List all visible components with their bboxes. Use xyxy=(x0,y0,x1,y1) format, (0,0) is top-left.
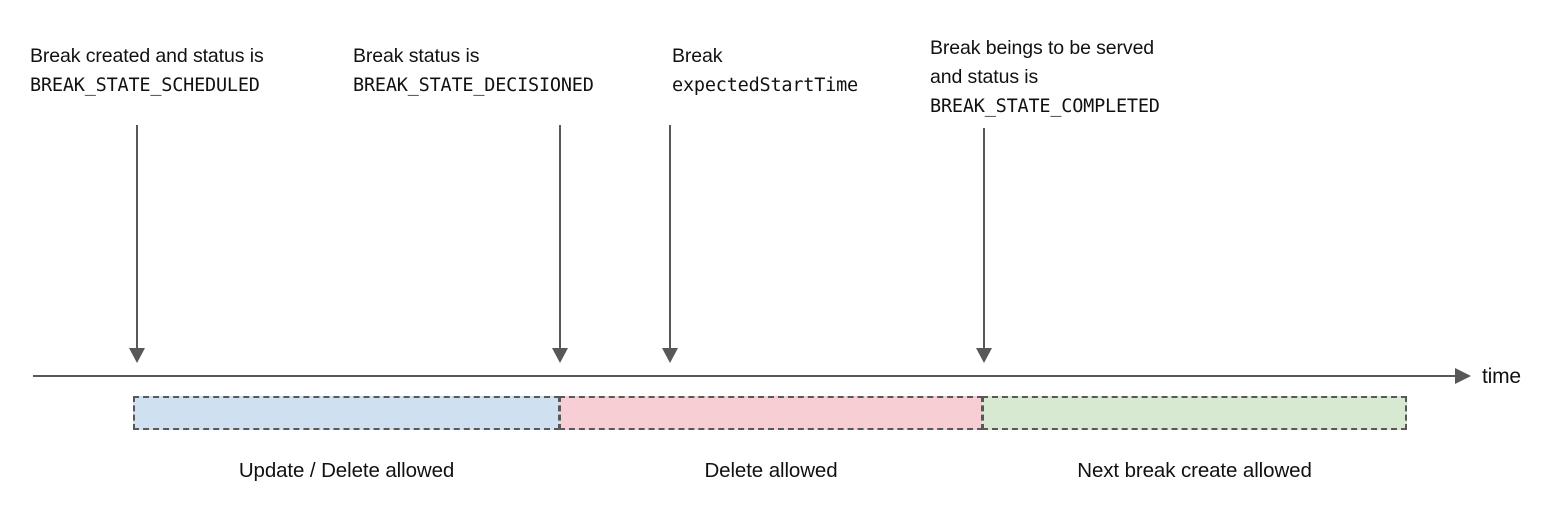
annotation-expected-start-time-text: Break xyxy=(672,45,723,67)
annotation-expected-start-time: Break expectedStartTime xyxy=(672,42,858,100)
annotation-completed-text-line2: and status is xyxy=(930,66,1039,88)
phase-bar-update-delete xyxy=(133,396,560,430)
arrow-head xyxy=(976,348,992,363)
arrow-head xyxy=(662,348,678,363)
annotation-completed: Break beings to be served and status is … xyxy=(930,34,1160,121)
phase-caption-next-break-create: Next break create allowed xyxy=(1077,459,1312,482)
arrow-down-icon-decisioned xyxy=(551,125,569,363)
arrow-down-icon-completed xyxy=(975,128,993,363)
arrow-down-icon-expected-start-time xyxy=(661,125,679,363)
annotation-decisioned: Break status is BREAK_STATE_DECISIONED xyxy=(353,42,594,100)
arrow-right-icon xyxy=(1455,368,1471,384)
annotation-decisioned-code: BREAK_STATE_DECISIONED xyxy=(353,75,594,96)
annotation-decisioned-text: Break status is xyxy=(353,45,480,67)
annotation-scheduled-code: BREAK_STATE_SCHEDULED xyxy=(30,75,260,96)
arrow-shaft xyxy=(559,125,561,349)
annotation-expected-start-time-code: expectedStartTime xyxy=(672,75,858,96)
arrow-shaft xyxy=(669,125,671,349)
annotation-scheduled-text: Break created and status is xyxy=(30,45,264,67)
phase-caption-delete: Delete allowed xyxy=(704,459,838,482)
annotation-scheduled: Break created and status is BREAK_STATE_… xyxy=(30,42,264,100)
phase-bar-delete xyxy=(559,396,983,430)
arrow-head xyxy=(129,348,145,363)
arrow-down-icon-scheduled xyxy=(128,125,146,363)
annotation-completed-text-line1: Break beings to be served xyxy=(930,37,1155,59)
arrow-head xyxy=(552,348,568,363)
time-axis-label: time xyxy=(1482,365,1521,388)
phase-bar-next-break-create xyxy=(982,396,1407,430)
arrow-shaft xyxy=(136,125,138,349)
time-axis-line xyxy=(33,375,1459,377)
annotation-completed-code: BREAK_STATE_COMPLETED xyxy=(930,96,1160,117)
arrow-shaft xyxy=(983,128,985,349)
phase-caption-update-delete: Update / Delete allowed xyxy=(238,459,455,482)
